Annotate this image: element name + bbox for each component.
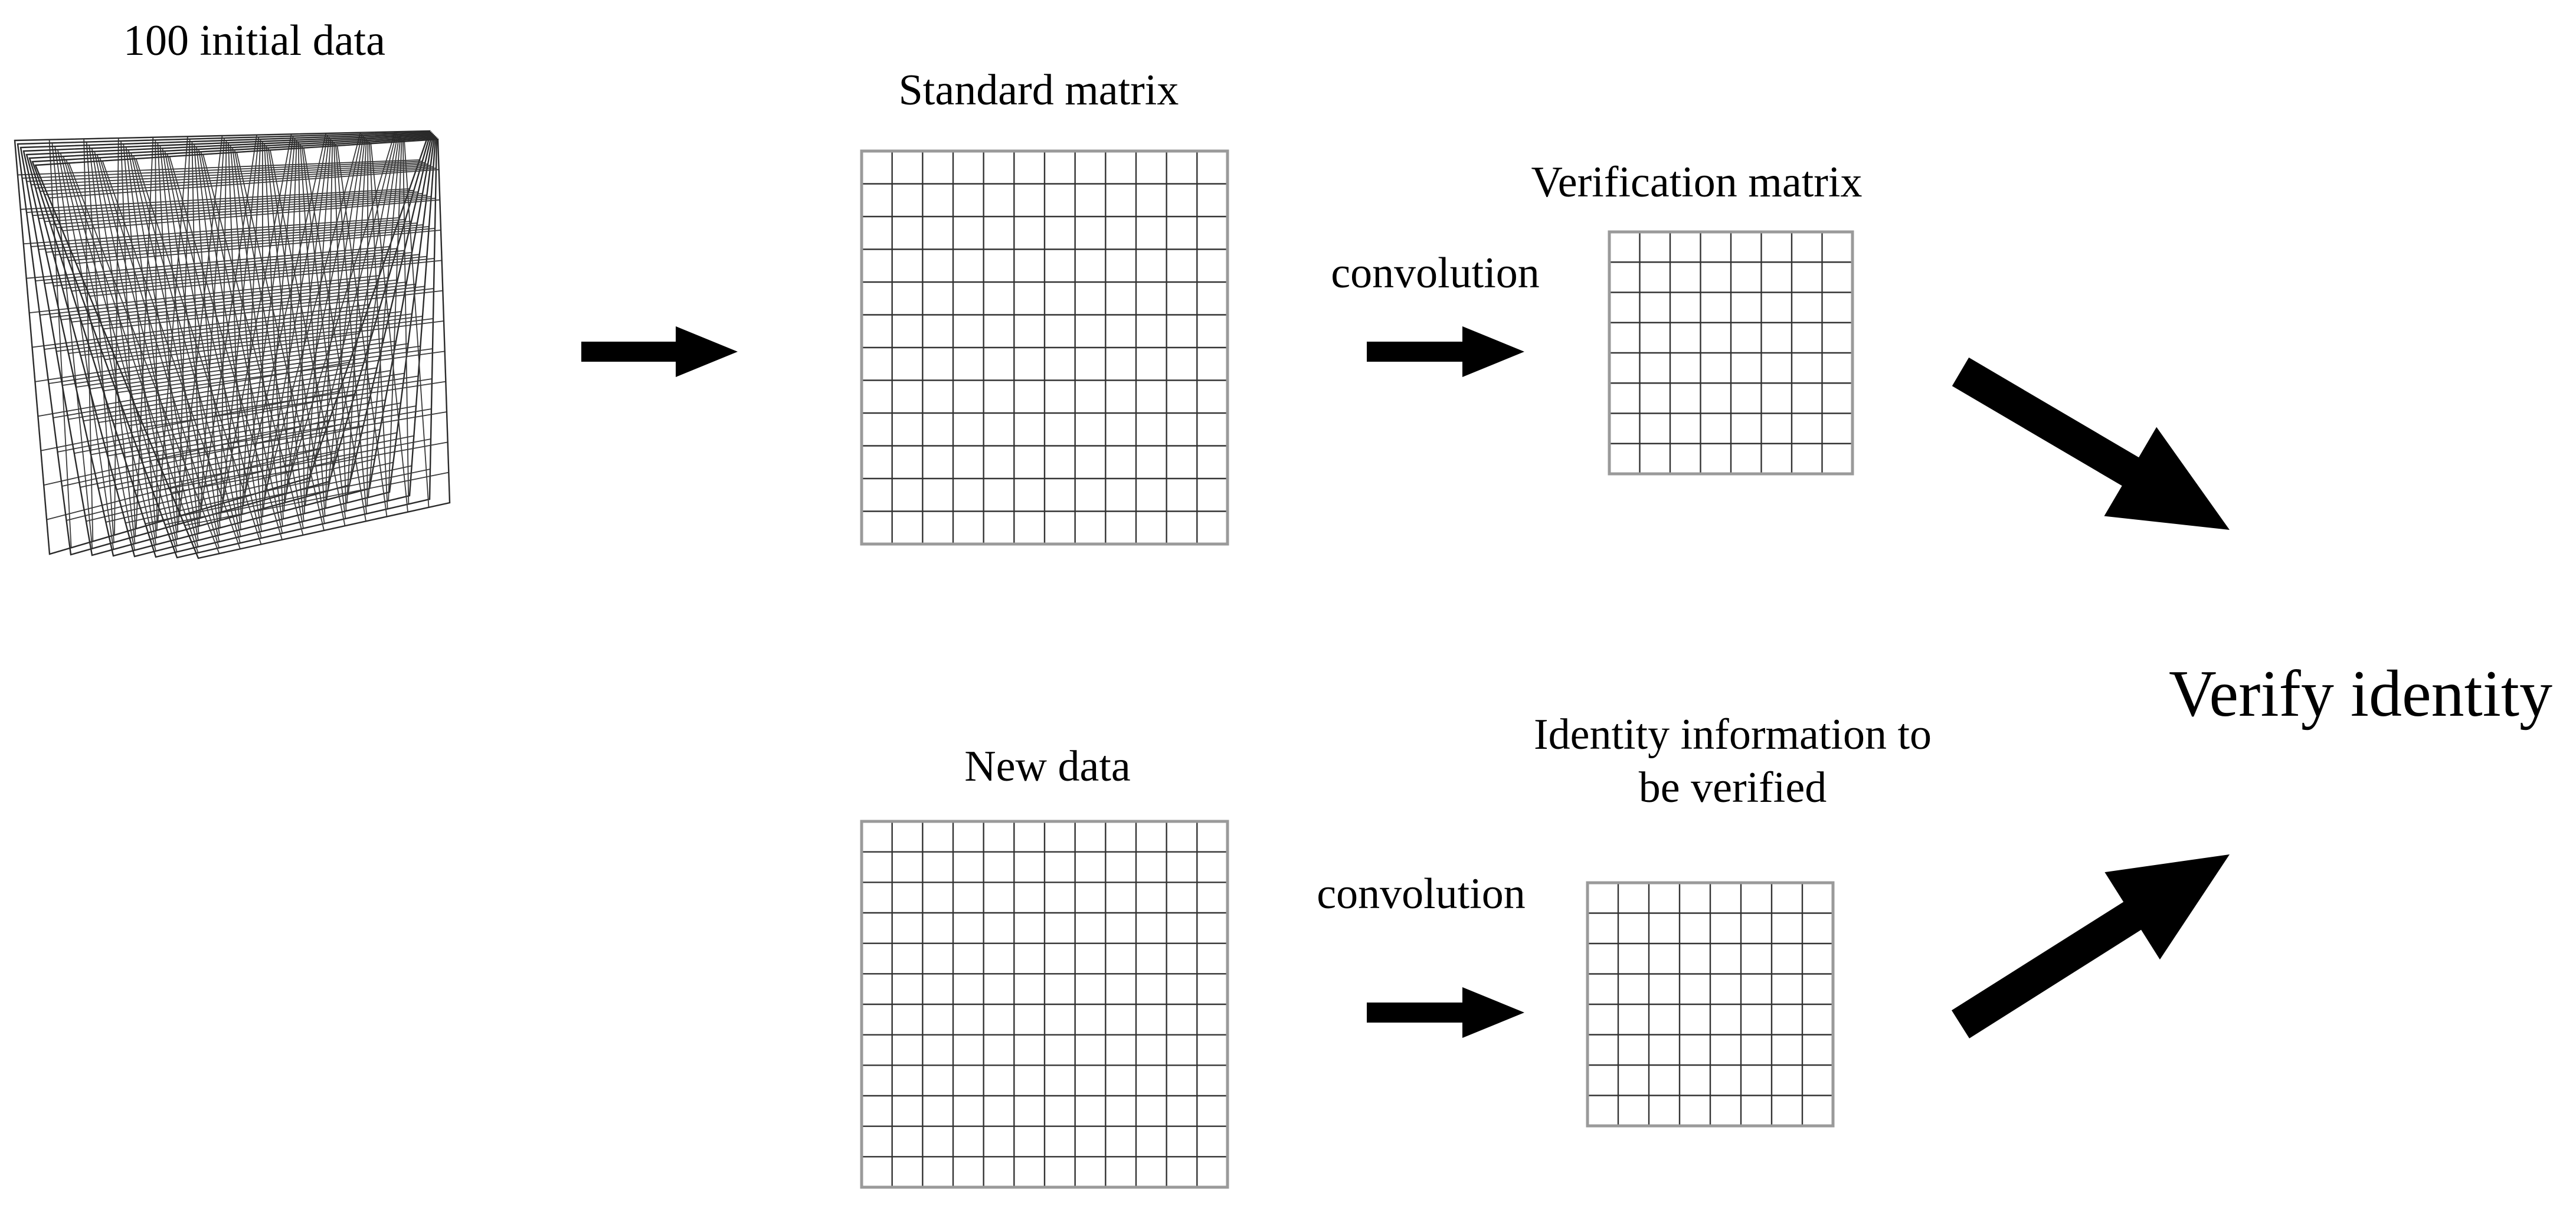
new-data-grid xyxy=(860,820,1229,1189)
arrow-standard-to-verification xyxy=(1367,326,1524,377)
verification-matrix-grid xyxy=(1608,230,1854,476)
identity-info-label: Identity information to be verified xyxy=(1534,708,1932,815)
convolution-label-bottom: convolution xyxy=(1317,870,1526,918)
new-data-label: New data xyxy=(964,742,1131,791)
verification-matrix-label: Verification matrix xyxy=(1531,158,1863,207)
verify-identity-label: Verify identity xyxy=(2168,657,2553,731)
identity-info-grid xyxy=(1586,881,1835,1128)
arrow-stack-to-standard xyxy=(581,326,738,377)
initial-data-stack-graphic xyxy=(14,130,451,559)
arrow-identity-to-verify xyxy=(1952,854,2230,1039)
identity-info-label-line2: be verified xyxy=(1638,764,1827,813)
arrow-verification-to-verify xyxy=(1952,357,2230,530)
standard-matrix-label: Standard matrix xyxy=(898,66,1179,114)
initial-data-label: 100 initial data xyxy=(123,17,385,65)
convolution-label-top: convolution xyxy=(1331,249,1540,297)
standard-matrix-grid xyxy=(860,149,1229,546)
arrow-newdata-to-identity xyxy=(1367,987,1524,1038)
identity-info-label-line1: Identity information to xyxy=(1533,710,1932,759)
